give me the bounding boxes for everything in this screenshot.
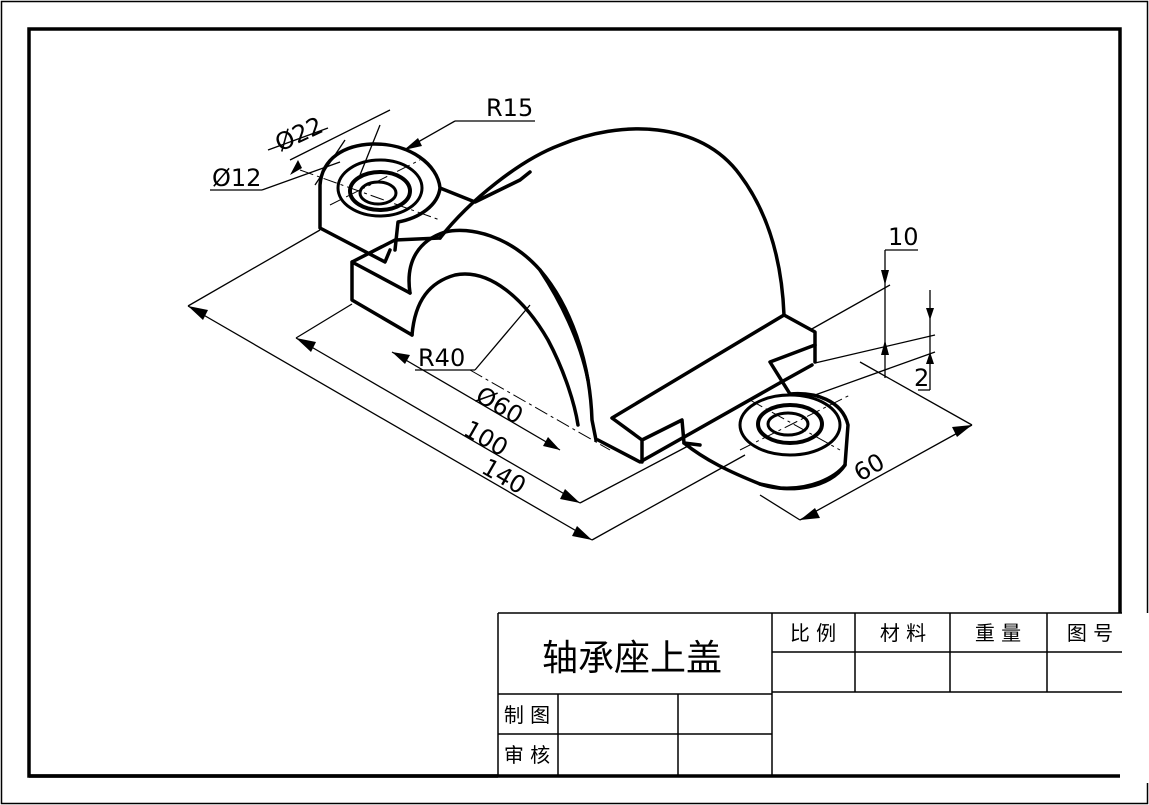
header-weight: 重 量: [975, 621, 1021, 645]
arch-top-ridge: [538, 268, 590, 382]
left-lug-counterbore: [336, 158, 424, 218]
right-block: [610, 313, 817, 464]
arch-inner-bore: [410, 272, 580, 427]
dim-d22: Ø22: [271, 111, 328, 157]
dim-d12: Ø12: [212, 164, 261, 192]
left-lug-hole-inner: [358, 180, 398, 206]
part-name: 轴承座上盖: [542, 638, 722, 679]
arch-outer-back: [438, 127, 786, 317]
right-lug-counterbore: [738, 393, 842, 457]
left-block: [350, 236, 442, 337]
center-lines: [299, 159, 851, 451]
header-scale: 比 例: [790, 621, 836, 645]
right-lug-outline: [682, 343, 850, 491]
row-drawn: 制 图: [504, 703, 550, 727]
dim-140: 140: [477, 453, 531, 500]
title-block: 轴承座上盖 比 例 材 料 重 量 图 号 制 图 审 核: [497, 612, 1149, 783]
dim-60-width: 60: [849, 448, 889, 488]
left-lug-hole-outer: [348, 170, 412, 212]
right-lug-hole-outer: [756, 403, 824, 445]
dimension-labels: R15 Ø22 Ø12 10 R40 Ø60 100 140 60 2: [212, 94, 929, 500]
right-lug-hole-inner: [766, 411, 810, 437]
arch-base-edge: [596, 363, 814, 464]
dim-r15: R15: [486, 94, 533, 122]
header-drawing-no: 图 号: [1067, 621, 1113, 645]
dimension-lines: [187, 109, 973, 541]
isometric-part: [318, 127, 850, 491]
dimension-arrows: [188, 138, 972, 540]
dim-2: 2: [914, 364, 929, 392]
dim-r40: R40: [418, 344, 465, 372]
header-material: 材 料: [880, 621, 926, 645]
row-checked: 审 核: [504, 743, 550, 767]
left-lug-outline: [318, 142, 532, 264]
dim-10: 10: [888, 223, 919, 251]
right-lug-base: [758, 463, 847, 490]
